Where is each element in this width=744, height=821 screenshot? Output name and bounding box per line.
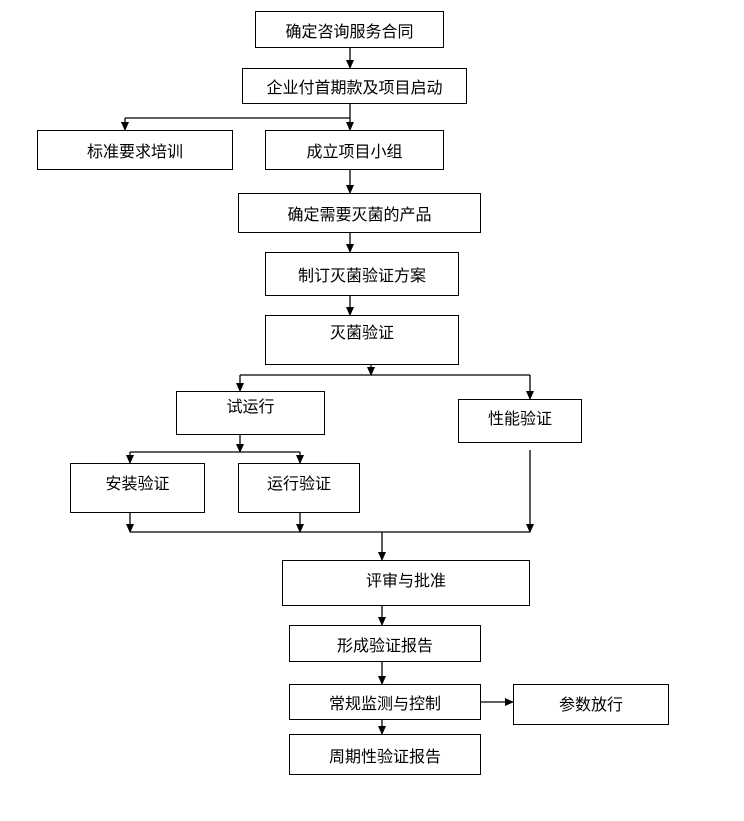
node-label: 确定需要灭菌的产品 <box>287 205 432 224</box>
node-periodic-report: 周期性验证报告 <box>289 734 481 775</box>
node-label: 形成验证报告 <box>336 635 433 655</box>
node-label: 运行验证 <box>266 474 331 493</box>
node-label: 试运行 <box>226 397 275 416</box>
node-operation-validation: 运行验证 <box>238 463 360 513</box>
node-confirm-products: 确定需要灭菌的产品 <box>238 193 481 233</box>
node-label: 标准要求培训 <box>86 142 183 161</box>
node-sterilization-validation: 灭菌验证 <box>265 315 459 365</box>
node-review-approval: 评审与批准 <box>282 560 530 606</box>
node-label: 灭菌验证 <box>329 323 394 342</box>
node-first-payment: 企业付首期款及项目启动 <box>242 68 467 104</box>
node-performance-validation: 性能验证 <box>458 399 582 443</box>
node-sign-contract: 确定咨询服务合同 <box>255 11 444 48</box>
node-trial-run: 试运行 <box>176 391 325 435</box>
node-label: 安装验证 <box>105 474 170 493</box>
node-make-plan: 制订灭菌验证方案 <box>265 252 459 296</box>
node-label: 常规监测与控制 <box>328 694 441 713</box>
node-project-team: 成立项目小组 <box>265 130 444 170</box>
node-label: 成立项目小组 <box>306 142 403 161</box>
node-installation-validation: 安装验证 <box>70 463 205 513</box>
node-label: 制订灭菌验证方案 <box>297 266 426 285</box>
node-parametric-release: 参数放行 <box>513 684 669 725</box>
node-label: 性能验证 <box>487 409 552 428</box>
node-routine-monitoring: 常规监测与控制 <box>289 684 481 720</box>
node-label: 企业付首期款及项目启动 <box>266 78 443 97</box>
node-label: 评审与批准 <box>365 571 446 590</box>
node-label: 参数放行 <box>558 694 623 714</box>
node-standard-training: 标准要求培训 <box>37 130 233 170</box>
node-label: 确定咨询服务合同 <box>285 21 414 41</box>
node-validation-report: 形成验证报告 <box>289 625 481 662</box>
node-label: 周期性验证报告 <box>328 746 441 766</box>
